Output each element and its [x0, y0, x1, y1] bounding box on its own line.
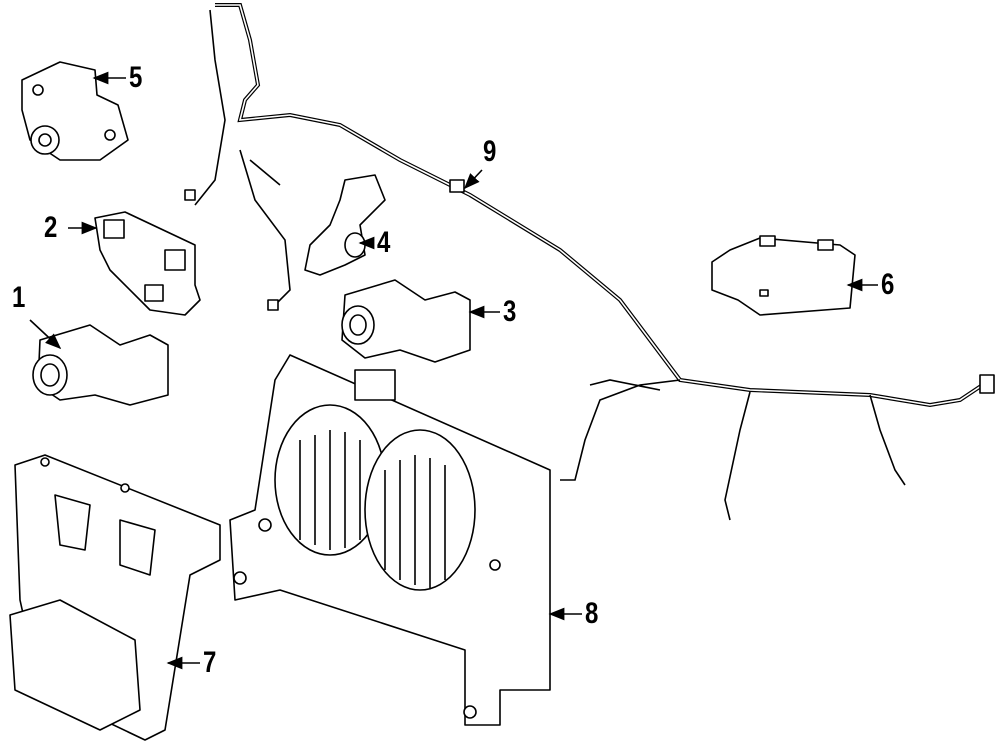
- callout-4: 4: [377, 226, 391, 259]
- part-2-sensor-holder: [94, 211, 201, 316]
- part-1-parking-sensor: [32, 324, 169, 406]
- part-5-sensor-bracket: [21, 61, 129, 161]
- callout-6: 6: [881, 268, 895, 301]
- part-7-bracket-module: [9, 454, 221, 741]
- part-3-parking-sensor: [341, 279, 471, 363]
- callout-arrow-1: [29, 319, 62, 350]
- part-4-sensor: [304, 174, 386, 276]
- callout-9: 9: [483, 135, 497, 168]
- callout-2: 2: [44, 211, 58, 244]
- part-8-radiator-bracket: [229, 354, 551, 726]
- callout-5: 5: [129, 61, 143, 94]
- callout-3: 3: [503, 295, 517, 328]
- callout-arrow-9: [463, 169, 483, 190]
- callout-7: 7: [203, 646, 217, 679]
- callout-1: 1: [12, 281, 26, 314]
- part-9-wiring-harness: [184, 3, 995, 521]
- part-6-module: [711, 235, 856, 316]
- callout-8: 8: [585, 597, 599, 630]
